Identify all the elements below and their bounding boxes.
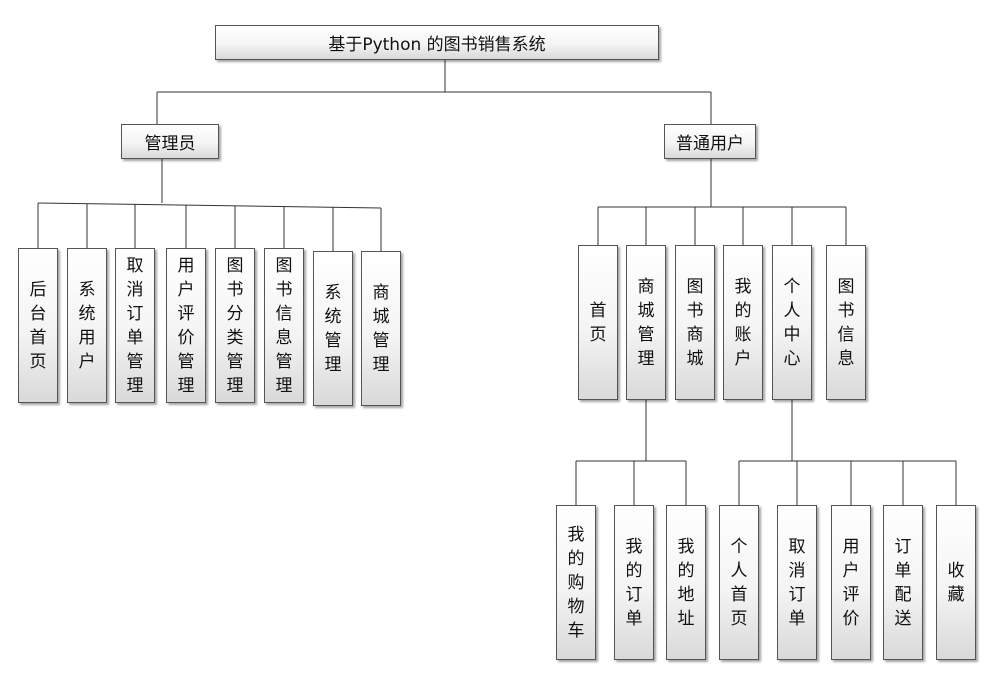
- mall-child-node: 我的购物车: [556, 505, 596, 660]
- admin-node: 管理员: [121, 124, 219, 159]
- admin-bar: [37, 202, 382, 209]
- center-child-node: 个人首页: [719, 505, 759, 660]
- user-child-node: 图书信息: [826, 245, 866, 400]
- center-child-node: 收藏: [936, 505, 976, 660]
- admin-child-node: 图书信息管理: [264, 248, 304, 403]
- admin-child-node: 取消订单管理: [115, 248, 155, 403]
- user-child-node: 图书商城: [675, 245, 715, 400]
- admin-child-node: 商城管理: [361, 251, 401, 406]
- admin-child-node: 系统用户: [67, 248, 107, 403]
- center-child-node: 用户评价: [831, 505, 871, 660]
- center-child-node: 取消订单: [777, 505, 817, 660]
- admin-child-node: 用户评价管理: [166, 248, 206, 403]
- user-node: 普通用户: [664, 124, 756, 159]
- mall-child-node: 我的地址: [666, 505, 706, 660]
- center-child-node: 订单配送: [883, 505, 923, 660]
- root-node: 基于Python 的图书销售系统: [215, 25, 659, 60]
- user-child-node: 我的账户: [723, 245, 763, 400]
- admin-child-node: 后台首页: [18, 248, 58, 403]
- user-child-node: 商城管理: [626, 245, 666, 400]
- admin-child-node: 系统管理: [313, 251, 353, 406]
- user-child-node: 个人中心: [772, 245, 812, 400]
- mall-child-node: 我的订单: [614, 505, 654, 660]
- user-child-node: 首页: [578, 245, 618, 400]
- admin-child-node: 图书分类管理: [215, 248, 255, 403]
